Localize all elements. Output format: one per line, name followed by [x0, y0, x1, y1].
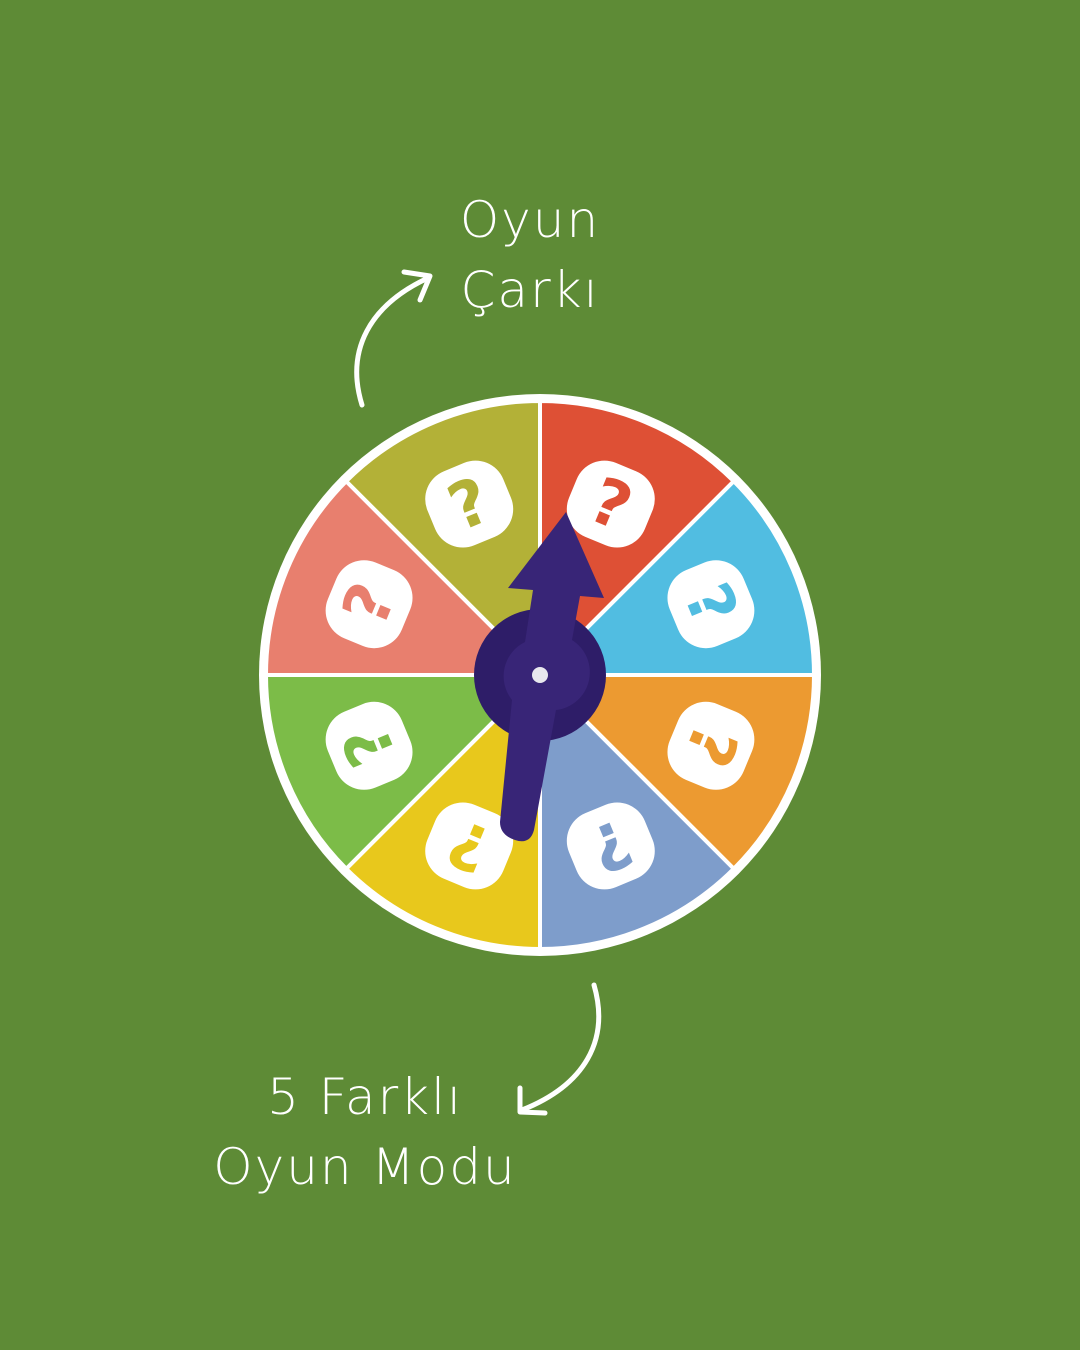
question-mark-icon: ?	[667, 560, 755, 649]
question-mark-icon: ?	[425, 460, 514, 548]
spinner-pin	[532, 667, 548, 683]
question-mark-icon: ?	[325, 560, 413, 649]
caption-line-2: Oyun Modu	[213, 1138, 517, 1196]
caption-line-1: 5 Farklı	[267, 1068, 463, 1126]
spinner-hand	[500, 512, 604, 842]
curved-arrow-down-icon	[517, 982, 602, 1116]
question-mark-icon: ?	[566, 802, 655, 890]
game-modes-caption: 5 Farklı Oyun Modu	[180, 1062, 550, 1202]
question-mark-icon: ?	[325, 701, 413, 790]
question-mark-icon: ?	[667, 701, 755, 790]
title-line-1: Oyun	[459, 191, 601, 249]
wheel-title: Oyun Çarkı	[420, 185, 640, 325]
title-line-2: Çarkı	[460, 261, 600, 319]
question-mark-icon: ?	[566, 460, 655, 548]
curved-arrow-up-icon	[354, 269, 433, 408]
spinner[interactable]	[474, 512, 606, 842]
question-mark-icon: ?	[425, 802, 514, 890]
